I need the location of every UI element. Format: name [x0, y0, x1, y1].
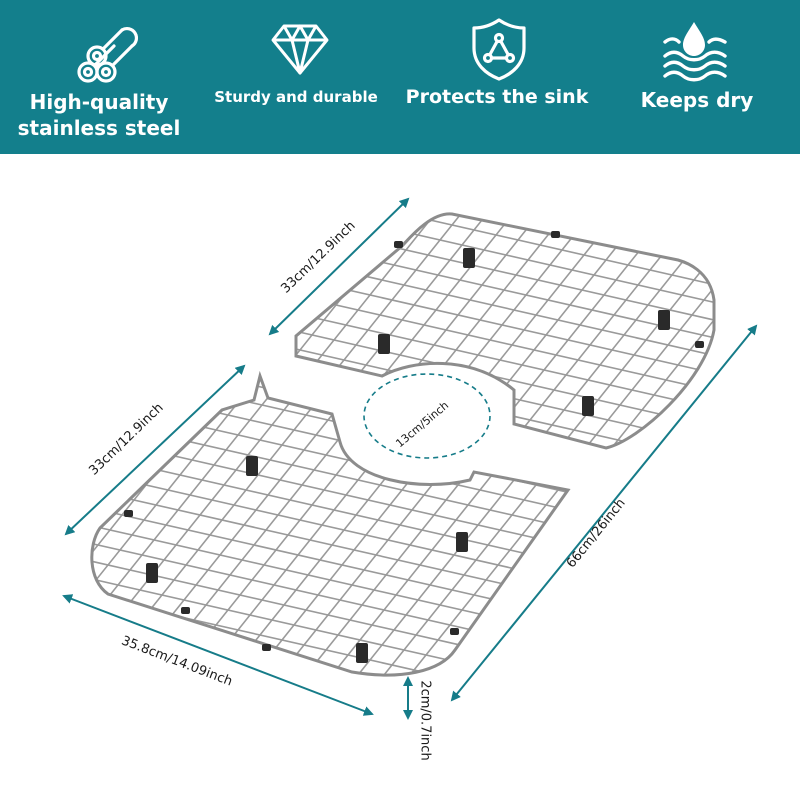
rubber-foot	[658, 310, 670, 330]
rubber-foot	[246, 456, 258, 476]
upper-grid	[294, 212, 716, 450]
feature-banner: High-quality stainless steel Sturdy and …	[0, 0, 800, 154]
rubber-foot	[456, 532, 468, 552]
feature-label-protects: Protects the sink	[405, 86, 589, 108]
dimension-arrow-lower-length	[62, 594, 374, 716]
feature-label-line: High-quality	[29, 90, 169, 114]
feature-label-keeps-dry: Keeps dry	[640, 88, 754, 112]
rubber-bumper	[181, 607, 190, 614]
rubber-bumper	[551, 231, 560, 238]
rubber-bumper	[695, 341, 704, 348]
steel-rods-icon	[77, 26, 138, 83]
rubber-bumper	[450, 628, 459, 635]
dimension-label-height: 2cm/0.7inch	[417, 680, 433, 761]
feature-label-stainless-steel: High-quality stainless steel	[4, 89, 194, 141]
feature-label-sturdy: Sturdy and durable	[214, 88, 378, 106]
rubber-foot	[378, 334, 390, 354]
rubber-foot	[146, 563, 158, 583]
dimension-arrow-upper-width	[268, 197, 410, 336]
shield-icon	[472, 18, 526, 81]
dimension-arrow-lower-width	[64, 364, 246, 536]
feature-label-line: stainless steel	[17, 116, 181, 140]
dimension-arrow-total-length	[450, 324, 758, 702]
rubber-foot	[356, 643, 368, 663]
rubber-bumper	[124, 510, 133, 517]
dimension-arrows	[62, 197, 758, 720]
sink-grid-illustration	[62, 197, 758, 720]
rubber-bumper	[394, 241, 403, 248]
water-drop-waves-icon	[663, 22, 727, 82]
rubber-bumper	[262, 644, 271, 651]
rubber-foot	[582, 396, 594, 416]
lower-grid	[90, 374, 570, 677]
diamond-icon	[271, 24, 329, 75]
rubber-foot	[463, 248, 475, 268]
